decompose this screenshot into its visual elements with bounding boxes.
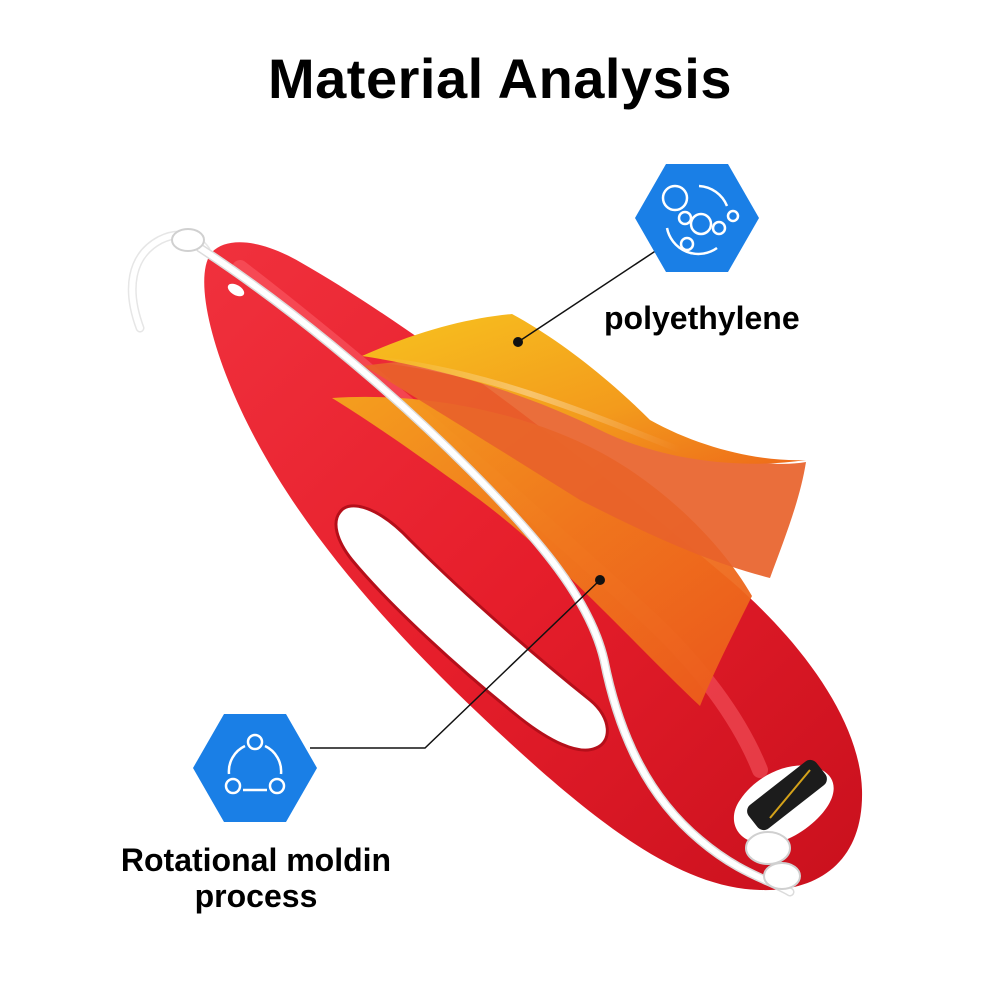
rotation-cycle-icon [193, 714, 317, 822]
rope [127, 228, 801, 897]
polyethylene-label: polyethylene [604, 300, 800, 336]
rotational-molding-label: Rotational moldin process [104, 842, 408, 914]
callout-dot-rotational [595, 575, 605, 585]
page-title: Material Analysis [268, 47, 732, 110]
callout-lines [310, 247, 661, 749]
molecule-icon [635, 164, 759, 272]
callout-dot-polyethylene [513, 337, 523, 347]
rotational-molding-label-line1: Rotational moldin [120, 842, 392, 878]
rotational-molding-label-line2: process [194, 878, 318, 914]
